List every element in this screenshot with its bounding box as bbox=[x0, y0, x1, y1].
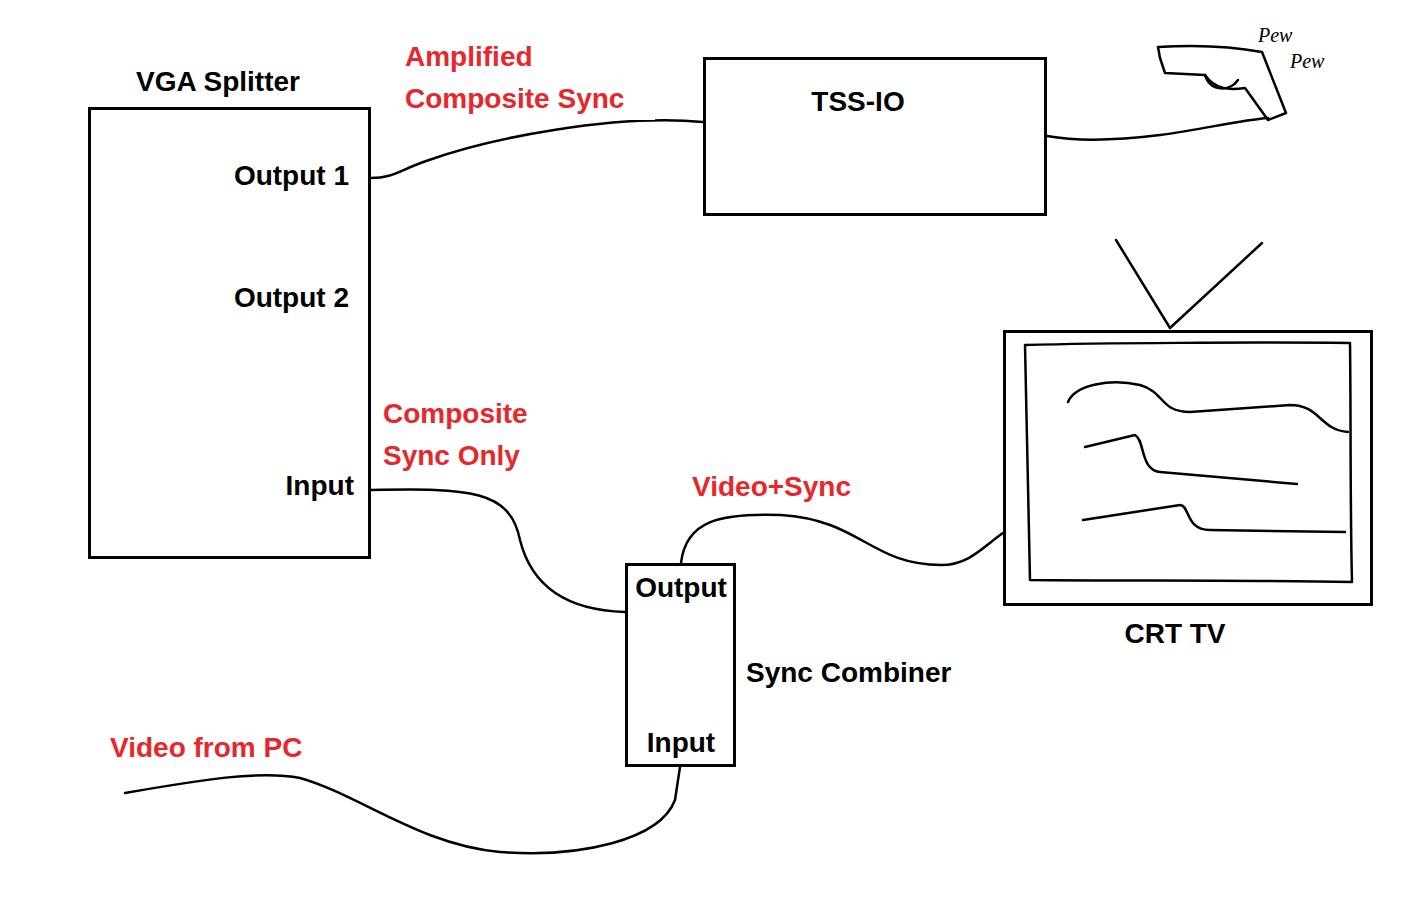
box-caption: Sync Combiner bbox=[746, 656, 951, 690]
tv-screen bbox=[1025, 343, 1352, 582]
port-label: Input bbox=[647, 726, 715, 760]
signal-label: Video from PC bbox=[110, 731, 302, 765]
sound-effect: Pew bbox=[1258, 24, 1292, 46]
screen-squiggle bbox=[1085, 435, 1297, 484]
combiner-box: OutputInputSync Combiner bbox=[625, 563, 736, 767]
screen-squiggle bbox=[1068, 382, 1348, 432]
box-title: TSS-IO bbox=[811, 85, 904, 119]
box-heading: VGA Splitter bbox=[136, 65, 300, 99]
port-label: Output 1 bbox=[234, 159, 349, 193]
gun-wire bbox=[1047, 118, 1268, 140]
port-label: Input bbox=[286, 469, 354, 503]
signal-cable bbox=[371, 120, 703, 178]
light-gun bbox=[1158, 46, 1286, 120]
box-caption: CRT TV bbox=[1124, 617, 1225, 651]
signal-cable bbox=[681, 515, 1003, 565]
tv-box: CRT TV bbox=[1003, 330, 1373, 606]
signal-cable bbox=[371, 490, 625, 612]
pc-video-wire bbox=[125, 767, 680, 853]
tv-antenna bbox=[1116, 240, 1262, 328]
signal-label: Video+Sync bbox=[692, 466, 851, 508]
sound-effect: Pew bbox=[1290, 50, 1324, 72]
signal-label: Amplified Composite Sync bbox=[405, 36, 655, 120]
signal-label: Composite Sync Only bbox=[383, 393, 553, 477]
port-label: Output bbox=[635, 571, 727, 605]
splitter-box: VGA SplitterOutput 1Output 2Input bbox=[88, 107, 371, 559]
port-label: Output 2 bbox=[234, 281, 349, 315]
screen-squiggle bbox=[1083, 505, 1345, 532]
gun-trigger bbox=[1205, 75, 1238, 88]
device-box: TSS-IO bbox=[703, 57, 1047, 216]
